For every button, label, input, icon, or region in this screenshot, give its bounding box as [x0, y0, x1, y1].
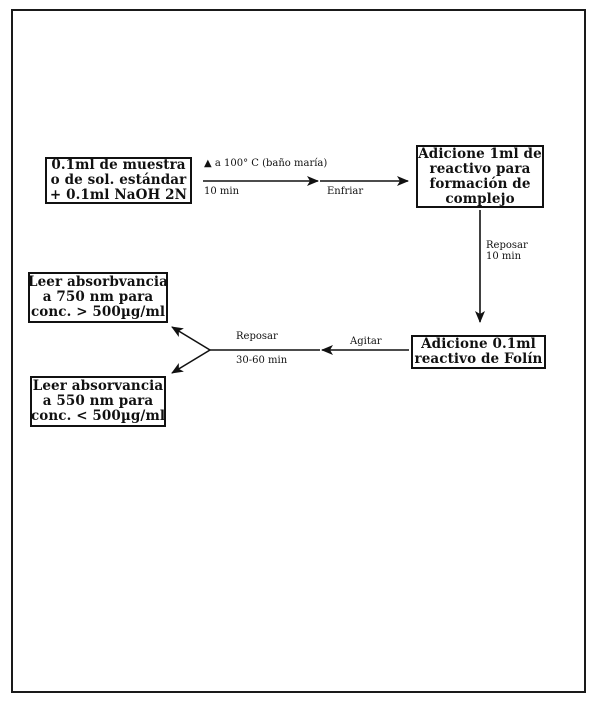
node-line: a 750 nm para [42, 289, 154, 305]
node-line: reactivo de Folín [414, 351, 543, 367]
label-rest-2-time: 30-60 min [236, 355, 288, 366]
node-add-complex-reagent: Adicione 1ml de reactivo para formación … [416, 145, 544, 208]
node-read-550nm: Leer absorvancia a 550 nm para conc. < 5… [30, 376, 166, 427]
node-line: complejo [445, 190, 515, 207]
node-line: + 0.1ml NaOH 2N [49, 187, 188, 203]
figure-frame [11, 9, 586, 693]
node-line: reactivo para [429, 160, 531, 177]
node-add-folin-reagent: Adicione 0.1ml reactivo de Folín [411, 335, 546, 369]
node-line: Adicione 0.1ml [421, 336, 536, 352]
node-read-750nm: Leer absorbvancia a 750 nm para conc. > … [28, 272, 168, 323]
node-line: o de sol. estándar [50, 172, 187, 188]
label-shake: Agitar [350, 336, 382, 347]
label-heat-time: 10 min [204, 186, 240, 197]
label-rest-1-time: 10 min [486, 251, 522, 262]
arrow-to-750 [171, 326, 211, 351]
label-cool: Enfriar [327, 186, 364, 197]
node-line: conc. > 500µg/ml [30, 304, 166, 320]
arrow-to-550 [171, 349, 211, 374]
label-heat: ▲ a 100° C (baño maría) [204, 158, 328, 169]
node-line: a 550 nm para [42, 393, 154, 409]
node-line: formación de [429, 175, 531, 192]
node-line: conc. < 500µg/ml [30, 408, 166, 424]
node-line: 0.1ml de muestra [51, 157, 186, 173]
node-sample-preparation: 0.1ml de muestra o de sol. estándar + 0.… [45, 157, 192, 204]
label-rest-1: Reposar [486, 240, 528, 251]
node-line: Leer absorbvancia [27, 274, 169, 290]
node-line: Adicione 1ml de [418, 145, 542, 162]
node-line: Leer absorvancia [32, 378, 164, 394]
label-rest-2: Reposar [236, 331, 278, 342]
